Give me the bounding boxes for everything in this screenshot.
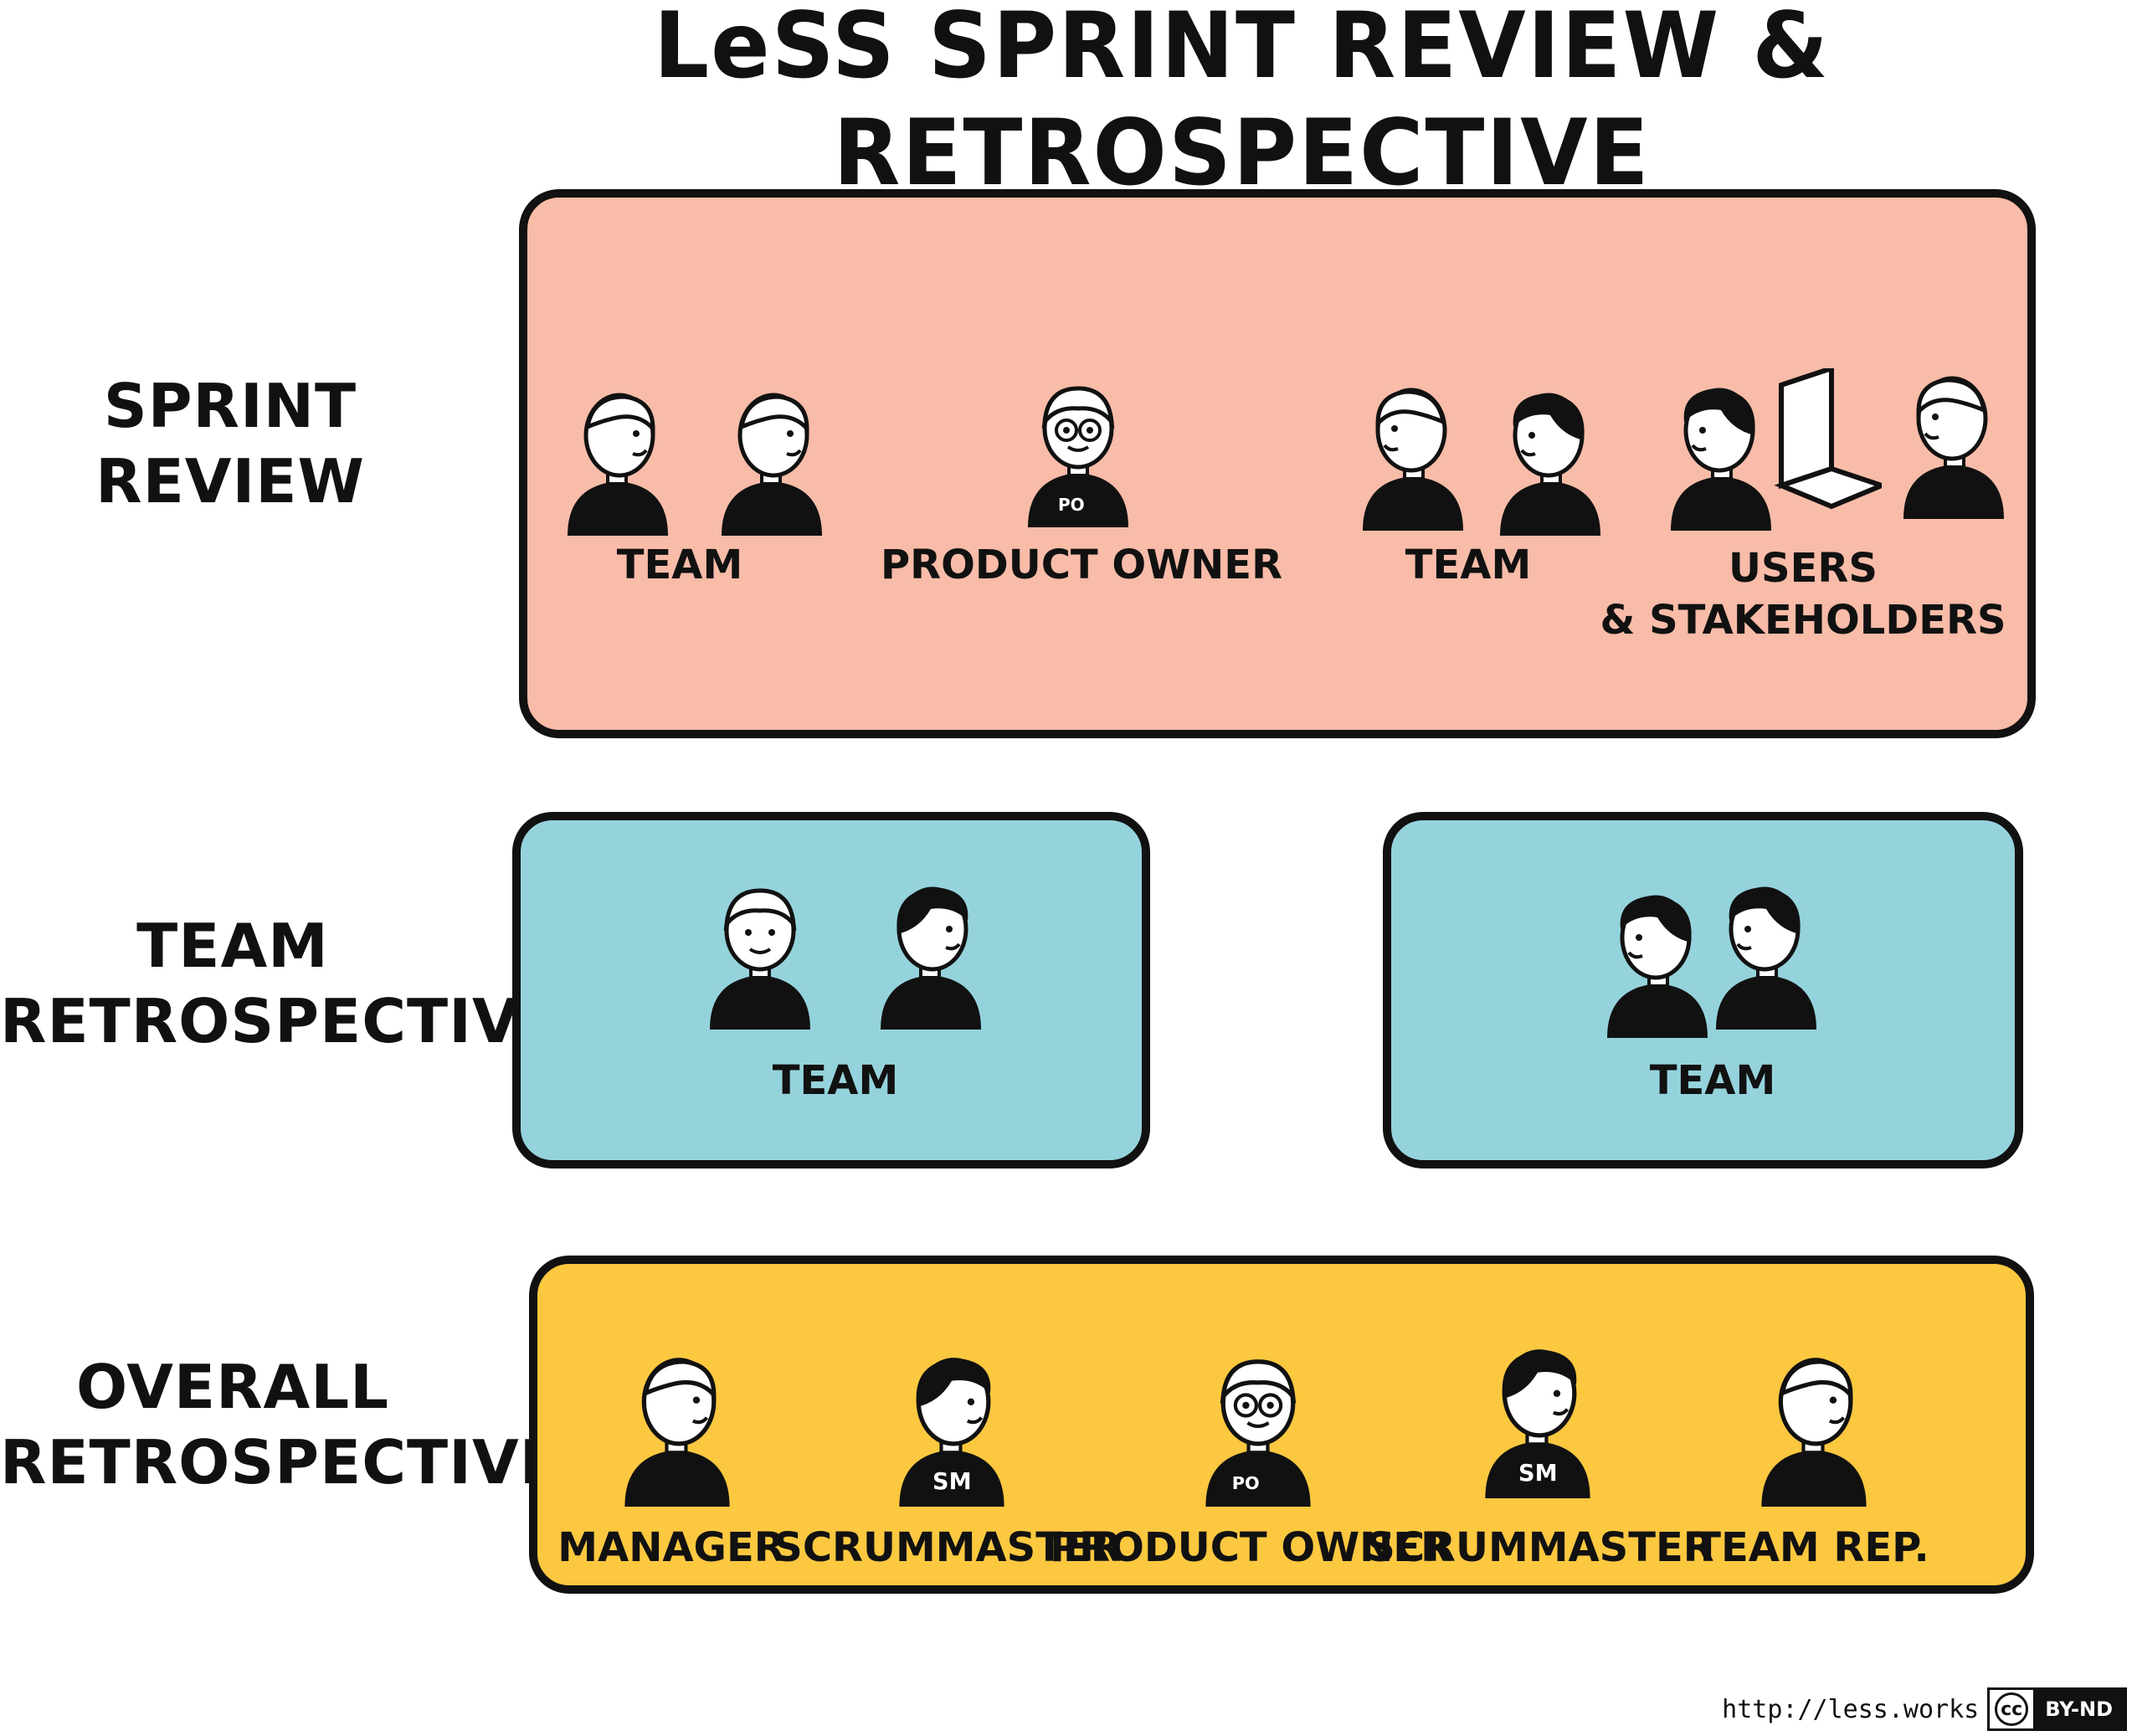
- page-title: LeSS SPRINT REVIEW & RETROSPECTIVE: [653, 0, 1831, 207]
- product-owner-icon: PO: [1195, 1306, 1321, 1507]
- row-label-line: RETROSPECTIVE: [0, 1427, 562, 1497]
- group-label-product-owner: PRODUCT OWNER: [880, 542, 1283, 588]
- row-label-line: TEAM: [136, 911, 329, 981]
- person-icon: [1354, 338, 1472, 531]
- license-text: BY-ND: [2033, 1690, 2124, 1728]
- person-icon: [1895, 318, 2012, 527]
- team-member-figure: [1599, 837, 1716, 1046]
- person-icon: [713, 343, 830, 536]
- group-label-line: USERS: [1729, 545, 1878, 592]
- member-label-scrummaster: SCRUMMASTER: [773, 1524, 1122, 1571]
- group-label-team: TEAM: [772, 1057, 899, 1104]
- group-label-users-stakeholders: USERS & STAKEHOLDERS: [1600, 542, 2006, 646]
- sm-badge: SM: [932, 1469, 972, 1495]
- group-label-team: TEAM: [1405, 542, 1532, 588]
- footer: http://less.works cc BY-ND: [1722, 1687, 2127, 1731]
- row-label-line: SPRINT: [103, 371, 357, 441]
- team-member-figure: [1354, 338, 1472, 531]
- group-label-line: & STAKEHOLDERS: [1600, 597, 2006, 644]
- person-icon: [1492, 343, 1609, 536]
- scrummaster-figure: SM: [1475, 1297, 1600, 1498]
- person-icon: [701, 837, 819, 1030]
- member-label-team-rep: TEAM REP.: [1693, 1524, 1929, 1571]
- row-label-team-retrospective: TEAM RETROSPECTIVE: [0, 908, 562, 1059]
- member-label-scrummaster: SCRUMMASTER: [1366, 1524, 1714, 1571]
- manager-figure: [614, 1306, 740, 1507]
- row-label-line: REVIEW: [95, 446, 365, 516]
- po-badge: PO: [1232, 1473, 1260, 1493]
- row-label-overall-retrospective: OVERALL RETROSPECTIVE: [0, 1349, 562, 1500]
- team-member-figure: [1492, 343, 1609, 536]
- person-icon: [1662, 338, 1780, 531]
- person-icon: [1751, 1306, 1877, 1507]
- team-member-figure: [559, 343, 676, 536]
- team-retrospective-box-a: [512, 812, 1150, 1168]
- team-member-figure: [1708, 837, 1825, 1030]
- po-badge: PO: [1058, 495, 1085, 515]
- team-retrospective-box-b: [1383, 812, 2023, 1168]
- cc-icon: cc: [1990, 1692, 2034, 1726]
- person-icon: [1708, 837, 1825, 1030]
- product-owner-figure: PO: [1020, 335, 1137, 527]
- team-member-figure: [713, 343, 830, 536]
- sm-badge: SM: [1518, 1461, 1558, 1487]
- person-icon: [1599, 837, 1716, 1046]
- row-label-line: RETROSPECTIVE: [0, 986, 562, 1056]
- row-label-line: OVERALL: [75, 1352, 390, 1422]
- person-icon: [872, 837, 989, 1030]
- group-label-team: TEAM: [616, 542, 743, 588]
- row-label-sprint-review: SPRINT REVIEW: [75, 368, 385, 519]
- product-owner-icon: PO: [1020, 335, 1137, 527]
- stakeholder-figure: [1662, 338, 1780, 531]
- laptop-icon: [1773, 368, 1882, 511]
- scrummaster-icon: SM: [889, 1306, 1015, 1507]
- scrummaster-figure: SM: [889, 1306, 1015, 1507]
- footer-url[interactable]: http://less.works: [1722, 1694, 1980, 1724]
- license-badge: cc BY-ND: [1987, 1687, 2127, 1731]
- person-icon: [614, 1306, 740, 1507]
- team-rep-figure: [1751, 1306, 1877, 1507]
- person-icon: [559, 343, 676, 536]
- scrummaster-icon: SM: [1475, 1297, 1600, 1498]
- team-member-figure: [872, 837, 989, 1030]
- stakeholder-figure: [1895, 318, 2012, 527]
- member-label-manager: MANAGER: [557, 1524, 785, 1571]
- group-label-team: TEAM: [1649, 1057, 1776, 1104]
- member-label-product-owner: PRODUCT OWNER: [1049, 1524, 1452, 1571]
- cc-mark-text: cc: [1995, 1692, 2029, 1726]
- product-owner-figure: PO: [1195, 1306, 1321, 1507]
- team-member-figure: [701, 837, 819, 1030]
